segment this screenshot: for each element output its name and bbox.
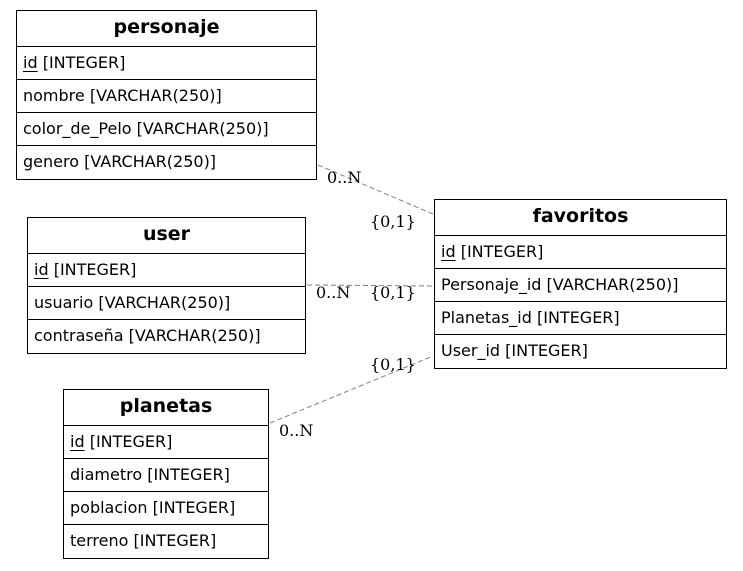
- entity-field: contraseña [VARCHAR(250)]: [34, 326, 261, 345]
- relationship-line-planetas-favoritos: [269, 355, 434, 424]
- entity-field-pk: id [INTEGER]: [64, 426, 268, 459]
- pk-type: [INTEGER]: [53, 260, 137, 279]
- cardinality-personaje-many: 0..N: [327, 168, 362, 187]
- entity-field: nombre [VARCHAR(250)]: [17, 80, 316, 113]
- pk-name: id: [23, 53, 38, 72]
- relationship-line-personaje-favoritos: [317, 164, 434, 215]
- entity-title: user: [28, 218, 305, 254]
- entity-planetas[interactable]: planetas id [INTEGER] diametro [INTEGER]…: [63, 389, 269, 559]
- cardinality-personaje-favoritos-one: {0,1}: [370, 212, 416, 231]
- entity-favoritos[interactable]: favoritos id [INTEGER] Personaje_id [VAR…: [434, 199, 727, 369]
- entity-personaje[interactable]: personaje id [INTEGER] nombre [VARCHAR(2…: [16, 10, 317, 180]
- cardinality-user-favoritos-one: {0,1}: [370, 283, 416, 302]
- pk-type: [INTEGER]: [89, 432, 173, 451]
- entity-title: personaje: [17, 11, 316, 47]
- cardinality-planetas-favoritos-one: {0,1}: [370, 355, 416, 374]
- cardinality-planetas-many: 0..N: [279, 421, 314, 440]
- cardinality-user-many: 0..N: [316, 283, 351, 302]
- pk-type: [INTEGER]: [460, 242, 544, 261]
- pk-name: id: [70, 432, 85, 451]
- entity-field: terreno [INTEGER]: [70, 531, 217, 550]
- entity-field: genero [VARCHAR(250)]: [23, 152, 217, 171]
- entity-field: Personaje_id [VARCHAR(250)]: [435, 269, 726, 302]
- entity-field: poblacion [INTEGER]: [64, 492, 268, 525]
- relationship-line-user-favoritos: [306, 284, 434, 287]
- entity-user[interactable]: user id [INTEGER] usuario [VARCHAR(250)]…: [27, 217, 306, 354]
- entity-field: Planetas_id [INTEGER]: [435, 302, 726, 335]
- pk-name: id: [441, 242, 456, 261]
- entity-field: color_de_Pelo [VARCHAR(250)]: [17, 113, 316, 146]
- pk-type: [INTEGER]: [42, 53, 126, 72]
- entity-field: diametro [INTEGER]: [64, 459, 268, 492]
- entity-field-pk: id [INTEGER]: [17, 47, 316, 80]
- entity-field-pk: id [INTEGER]: [28, 254, 305, 287]
- entity-title: favoritos: [435, 200, 726, 236]
- entity-field: usuario [VARCHAR(250)]: [28, 287, 305, 320]
- pk-name: id: [34, 260, 49, 279]
- entity-title: planetas: [64, 390, 268, 426]
- entity-field: User_id [INTEGER]: [441, 341, 588, 360]
- entity-field-pk: id [INTEGER]: [435, 236, 726, 269]
